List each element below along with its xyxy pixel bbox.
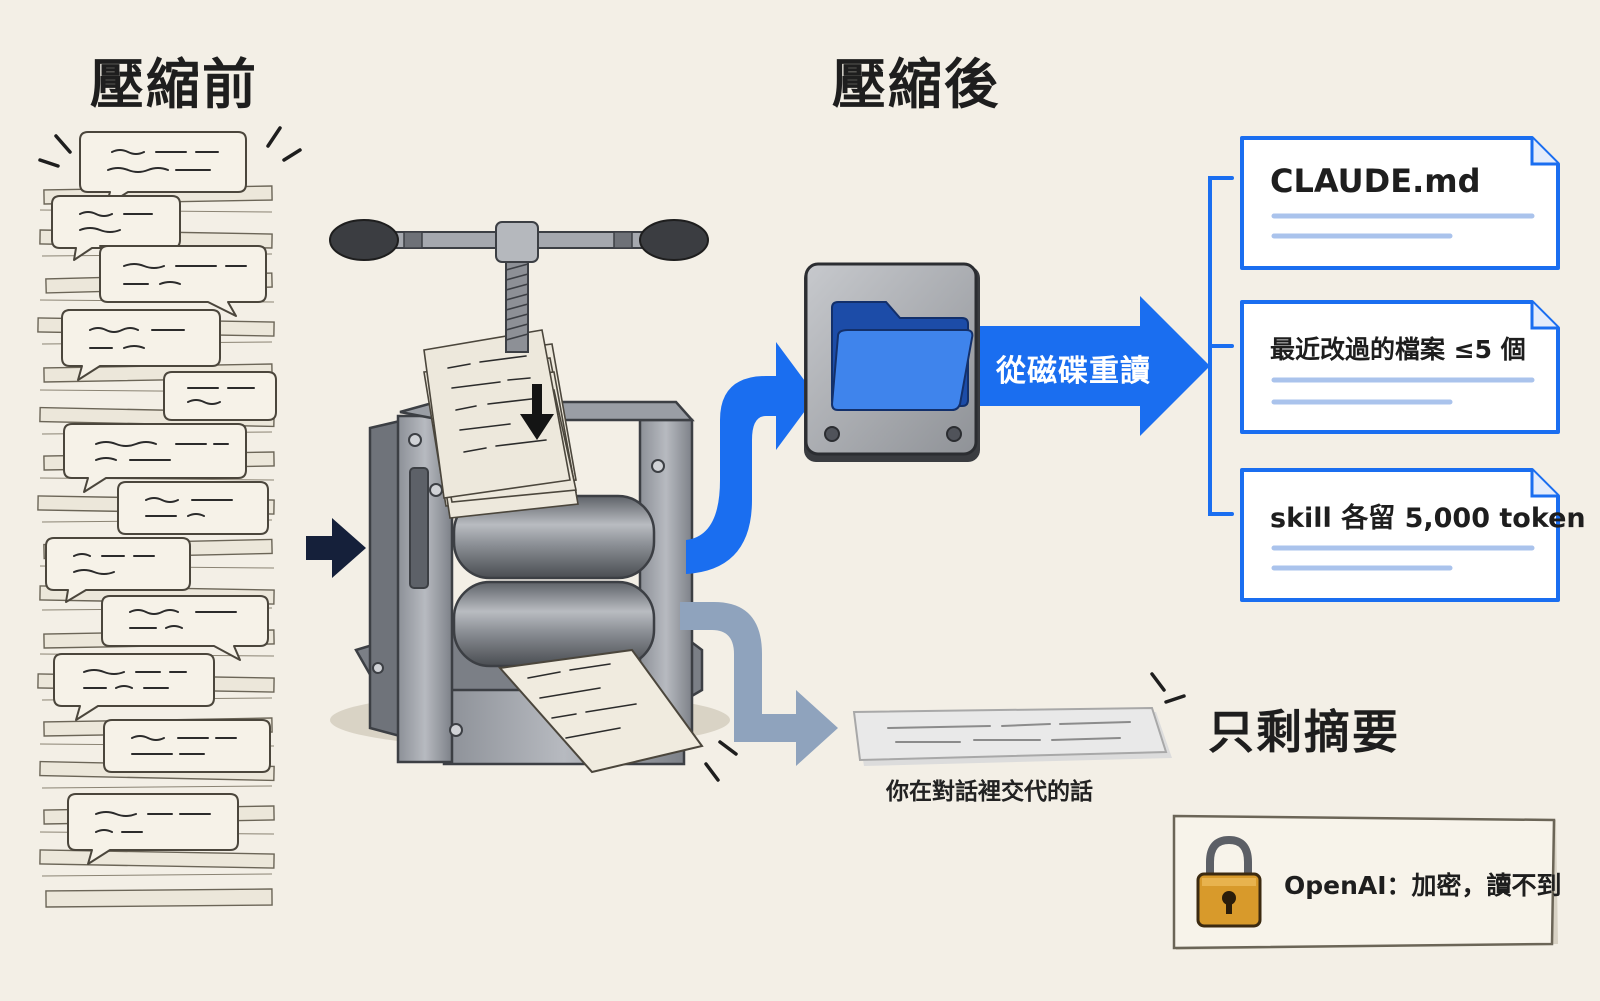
file-label-skill: skill 各留 5,000 token bbox=[1270, 503, 1586, 534]
file-label-claude: CLAUDE.md bbox=[1270, 162, 1481, 200]
message-stack bbox=[37, 126, 302, 908]
reread-flow-arrow bbox=[686, 342, 816, 574]
file-card-recent: 最近改過的檔案 ≤5 個 bbox=[1240, 300, 1560, 436]
summary-title: 只剩摘要 bbox=[1208, 705, 1400, 759]
heading-after: 壓縮後 bbox=[832, 53, 1000, 116]
file-label-recent: 最近改過的檔案 ≤5 個 bbox=[1270, 335, 1526, 364]
summary-flow-arrow bbox=[680, 602, 838, 766]
folder-icon bbox=[830, 301, 974, 411]
summary-slip bbox=[852, 672, 1186, 766]
reread-label: 從磁碟重讀 bbox=[996, 354, 1151, 389]
summary-caption: 你在對話裡交代的話 bbox=[886, 779, 1093, 805]
openai-note-text: OpenAI：加密，讀不到 bbox=[1284, 871, 1562, 900]
heading-before: 壓縮前 bbox=[90, 53, 258, 116]
file-card-claude: CLAUDE.md bbox=[1240, 136, 1560, 272]
arrow-right-icon bbox=[306, 518, 366, 578]
openai-note: OpenAI：加密，讀不到 bbox=[1172, 814, 1562, 956]
press-icon bbox=[329, 219, 738, 782]
disk-icon bbox=[804, 262, 980, 462]
lock-icon bbox=[1196, 835, 1262, 928]
file-card-skill: skill 各留 5,000 token bbox=[1240, 468, 1586, 604]
